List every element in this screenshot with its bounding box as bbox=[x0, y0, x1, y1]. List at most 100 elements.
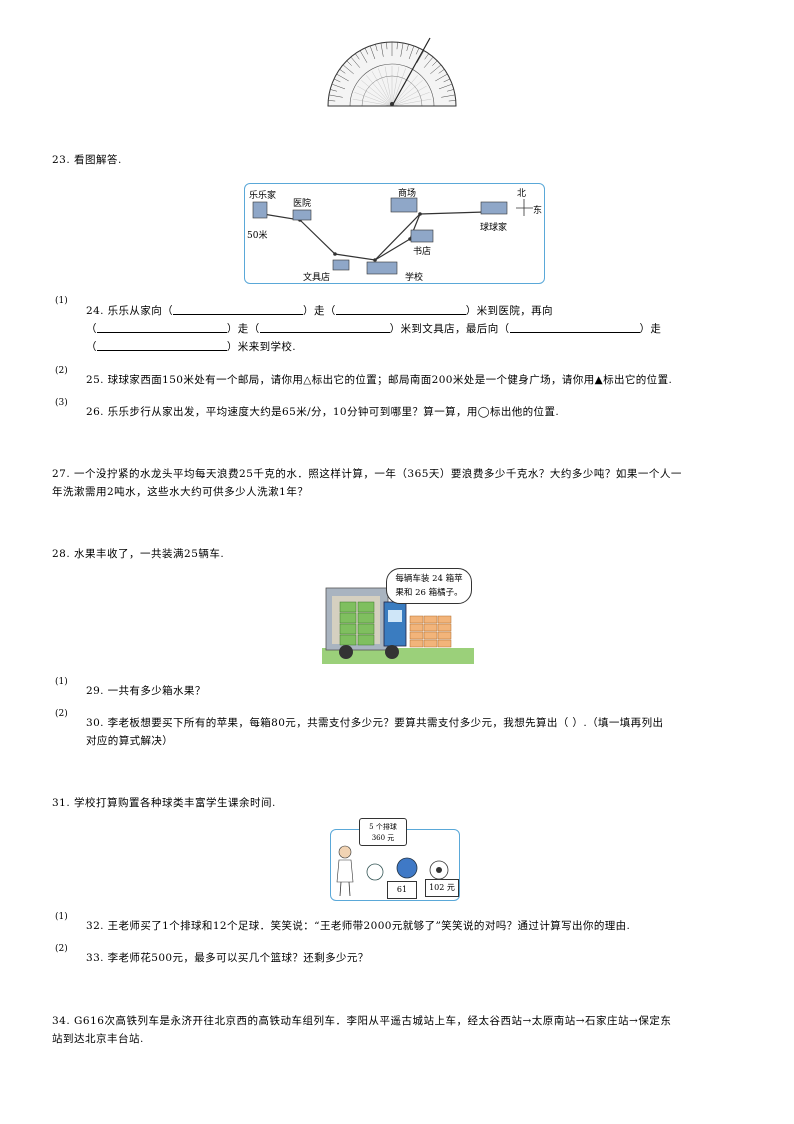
sub-number: (2) bbox=[55, 366, 68, 376]
sub-number: (1) bbox=[55, 296, 68, 306]
crate bbox=[357, 601, 375, 613]
question-27-line1: 27. 一个没拧紧的水龙头平均每天浪费25千克的水．照这样计算，一年（365天）… bbox=[52, 468, 682, 480]
question-34-line1: 34. G616次高铁列车是永济开往北京西的高铁动车组列车．李阳从平遥古城站上车… bbox=[52, 1015, 672, 1027]
answer-blank[interactable] bbox=[96, 322, 227, 333]
question-28: 28. 水果丰收了，一共装满25辆车. bbox=[52, 548, 225, 560]
protractor-ray bbox=[354, 92, 393, 106]
crate bbox=[437, 639, 452, 648]
answer-blank[interactable] bbox=[96, 340, 227, 351]
sub-number: (1) bbox=[55, 677, 68, 687]
bubble-text-line2: 果和 26 箱橘子。 bbox=[395, 588, 463, 598]
price-tag-football: 102 元 bbox=[425, 879, 459, 897]
map-scale-label: 50米 bbox=[247, 231, 268, 241]
question-24-line2: （）走（）米到文具店，最后向（）走 bbox=[86, 321, 661, 336]
question-29: 29. 一共有多少箱水果？ bbox=[86, 685, 206, 697]
protractor-tick bbox=[406, 44, 409, 52]
protractor-tick bbox=[435, 73, 448, 82]
question-27-line2: 年洗漱需用2吨水，这些水大约可供多少人洗漱1年？ bbox=[52, 486, 309, 498]
crate bbox=[437, 615, 452, 624]
route-lines bbox=[252, 197, 533, 275]
protractor-tick bbox=[375, 44, 378, 52]
text-fragment: （ bbox=[86, 323, 97, 335]
map-diagram: 乐乐家 医院 商场 球球家 书店 文具店 学校 50米 北 东 bbox=[244, 183, 545, 284]
protractor-tick bbox=[328, 100, 336, 102]
sub-number: (2) bbox=[55, 709, 68, 719]
crate bbox=[423, 639, 438, 648]
price-tag-basketball: 61 bbox=[387, 881, 417, 899]
compass-north-label: 北 bbox=[517, 189, 527, 199]
protractor-ray bbox=[391, 66, 400, 106]
protractor-ray bbox=[391, 92, 430, 106]
protractor-tick bbox=[342, 64, 354, 75]
protractor-tick bbox=[446, 89, 454, 92]
question-23: 23. 看图解答. bbox=[52, 154, 122, 166]
protractor-ray bbox=[391, 75, 418, 106]
protractor-tick bbox=[355, 53, 360, 60]
protractor-tick bbox=[359, 50, 368, 63]
protractor-tick bbox=[424, 53, 429, 60]
answer-blank[interactable] bbox=[335, 304, 466, 315]
crate bbox=[409, 623, 424, 632]
protractor-tick bbox=[336, 73, 349, 82]
protractor-tick bbox=[400, 42, 404, 57]
speech-bubble: 每辆车装 24 箱苹 果和 26 箱橘子。 bbox=[386, 568, 472, 604]
protractor-tick bbox=[432, 60, 438, 66]
crate bbox=[437, 623, 452, 632]
protractor-image bbox=[327, 37, 457, 107]
protractor-ray bbox=[391, 68, 406, 106]
question-24-line3: （）米来到学校. bbox=[86, 339, 296, 354]
protractor-ray bbox=[378, 68, 393, 106]
crate bbox=[423, 631, 438, 640]
text-fragment: ）米到文具店，最后向（ bbox=[389, 323, 510, 335]
map-label-mall: 商场 bbox=[398, 189, 417, 199]
protractor-tick bbox=[441, 94, 456, 98]
protractor-tick bbox=[380, 42, 384, 57]
text-fragment: （ bbox=[86, 341, 97, 353]
bubble-text-line1: 5 个排球 bbox=[369, 823, 397, 831]
balls-image: 5 个排球 360 元 61 102 元 bbox=[330, 818, 460, 901]
map-label-stationery: 文具店 bbox=[303, 273, 331, 283]
answer-blank[interactable] bbox=[509, 322, 640, 333]
map-label-school: 学校 bbox=[405, 273, 424, 283]
crate bbox=[339, 601, 357, 613]
sub-number: (1) bbox=[55, 912, 68, 922]
crate bbox=[339, 612, 357, 624]
protractor-ray bbox=[391, 85, 427, 106]
protractor-tick bbox=[438, 83, 453, 90]
protractor-tick bbox=[331, 83, 346, 90]
bubble-text-line2: 360 元 bbox=[371, 834, 395, 842]
protractor-ray bbox=[371, 71, 393, 106]
protractor-ray bbox=[384, 66, 393, 106]
question-33: 33. 李老师花500元，最多可以买几个篮球？还剩多少元？ bbox=[86, 952, 369, 964]
protractor-tick bbox=[408, 45, 415, 60]
answer-blank[interactable] bbox=[173, 304, 304, 315]
protractor-ray bbox=[391, 80, 423, 106]
protractor-tick bbox=[364, 47, 369, 55]
question-25: 25. 球球家西面150米处有一个邮局，请你用△标出它的位置；邮局南面200米处… bbox=[86, 374, 673, 386]
question-26: 26. 乐乐步行从家出发，平均速度大约是65米/分，10分钟可到哪里？算一算，用… bbox=[86, 406, 560, 418]
price-bubble: 5 个排球 360 元 bbox=[359, 818, 407, 846]
answer-blank[interactable] bbox=[259, 322, 390, 333]
sub-number: (2) bbox=[55, 944, 68, 954]
crate bbox=[409, 615, 424, 624]
question-34-line2: 站到达北京丰台站. bbox=[52, 1033, 144, 1045]
map-label-lele-home: 乐乐家 bbox=[249, 191, 277, 201]
protractor-tick bbox=[386, 42, 388, 50]
protractor-ray bbox=[352, 98, 393, 106]
crate bbox=[409, 639, 424, 648]
sub-number: (3) bbox=[55, 398, 68, 408]
crate bbox=[409, 631, 424, 640]
protractor-tick bbox=[396, 42, 398, 50]
map-label-bookstore: 书店 bbox=[413, 247, 432, 257]
map-label-hospital: 医院 bbox=[293, 199, 312, 209]
route-point bbox=[418, 212, 422, 216]
crate bbox=[423, 623, 438, 632]
text-fragment: ）走 bbox=[639, 323, 662, 335]
protractor-ray bbox=[361, 80, 393, 106]
crate bbox=[339, 623, 357, 635]
protractor-tick bbox=[346, 60, 352, 66]
protractor-tick bbox=[438, 69, 445, 74]
protractor-tick bbox=[415, 47, 420, 55]
map-label-qiuqiu-home: 球球家 bbox=[480, 223, 508, 233]
protractor-tick bbox=[369, 45, 376, 60]
